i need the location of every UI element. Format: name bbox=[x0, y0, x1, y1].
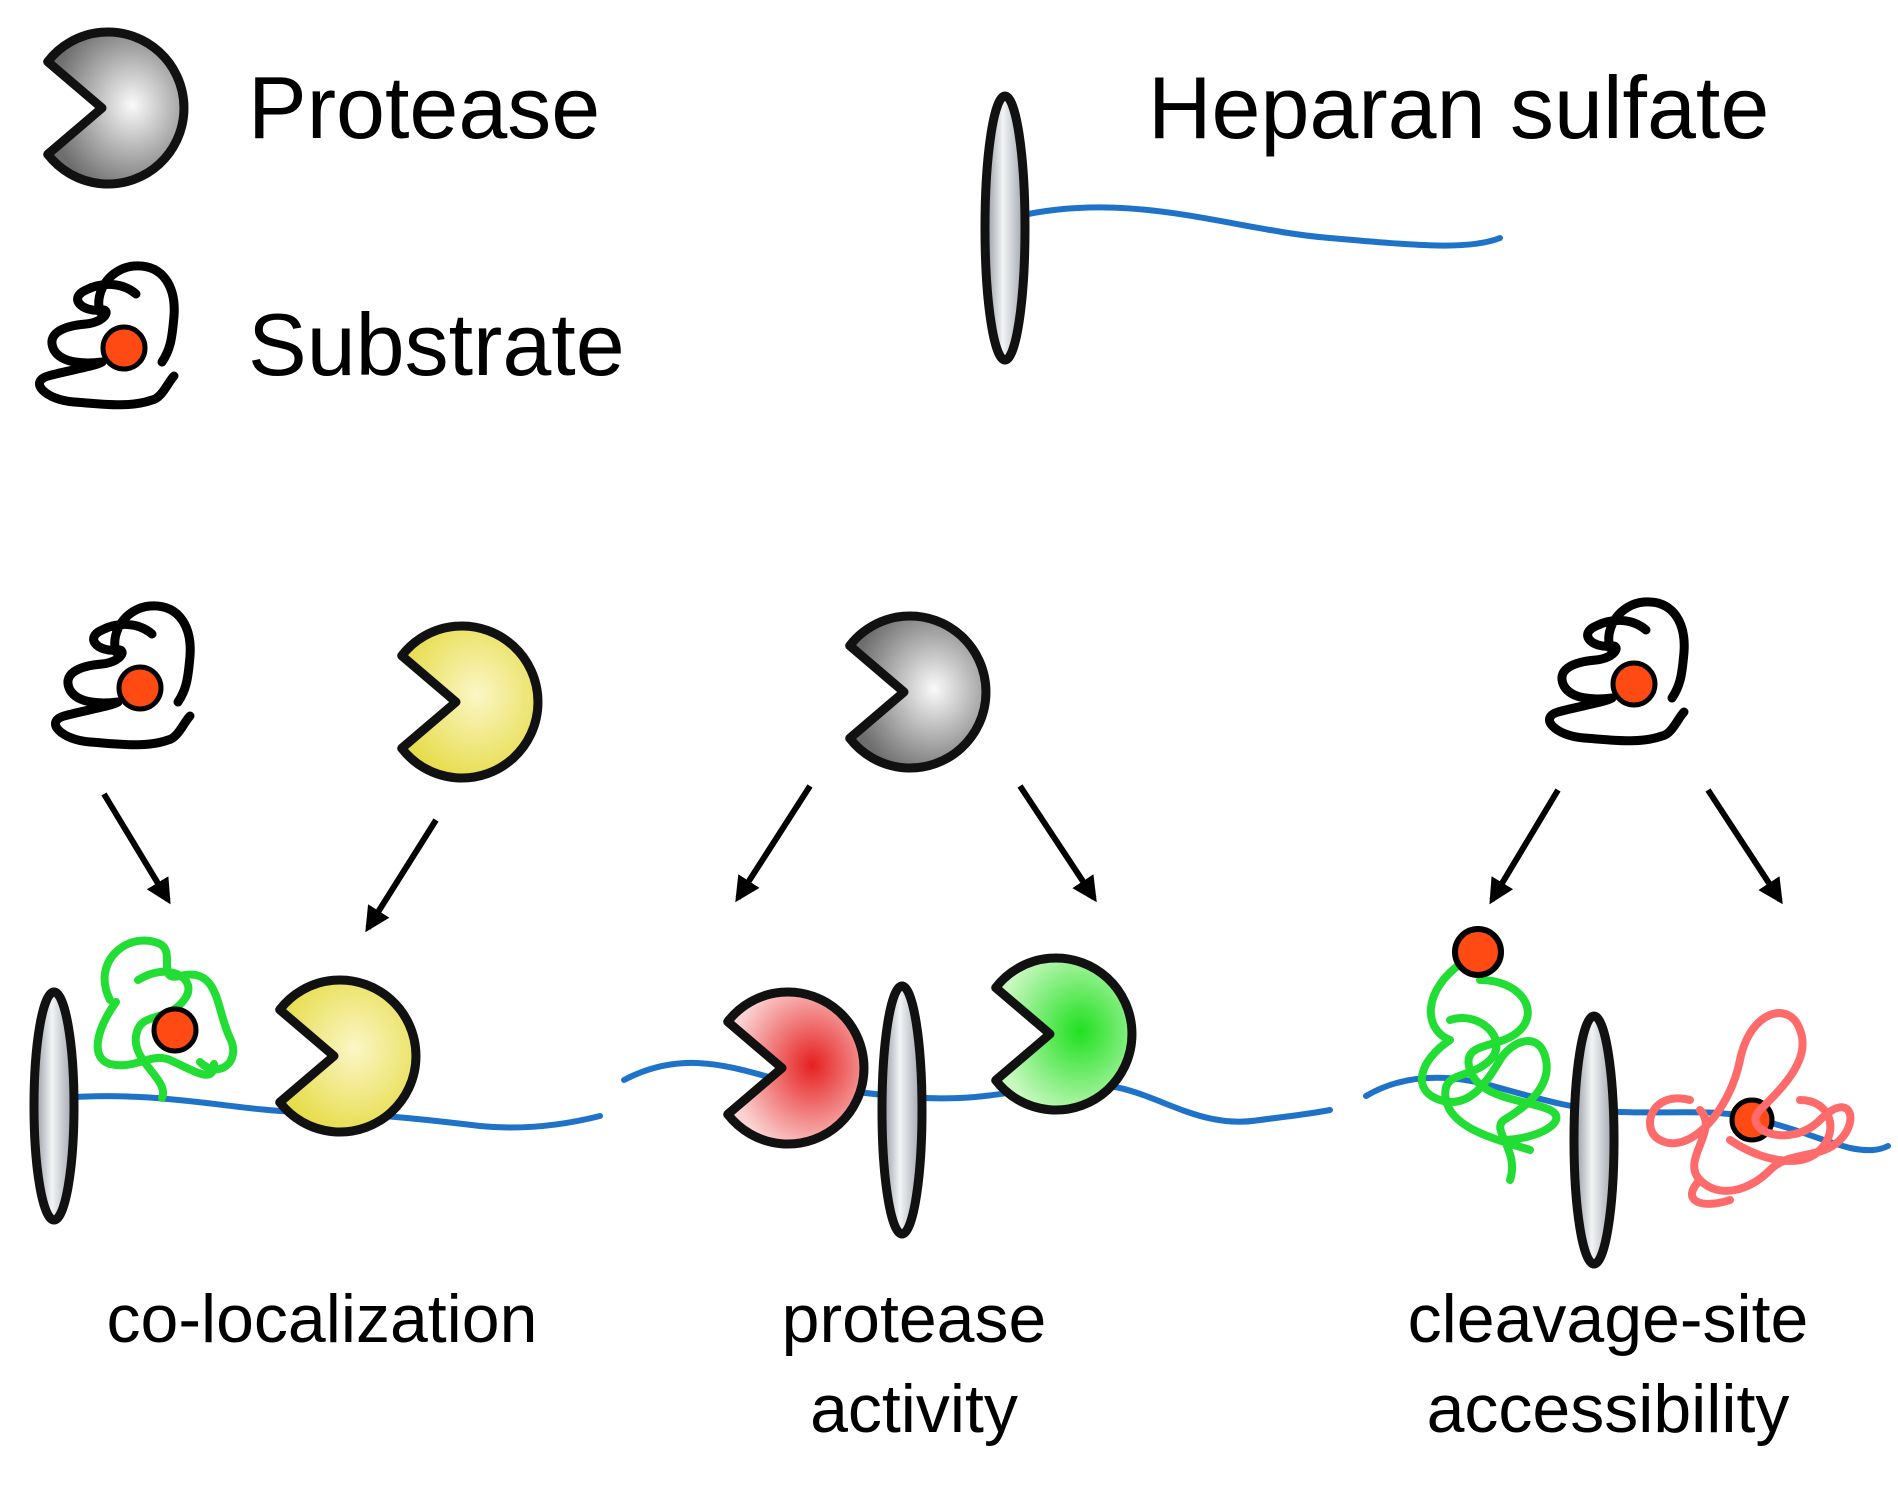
green-accessible-substrate-icon bbox=[1417, 926, 1561, 1184]
green-bound-substrate-icon bbox=[93, 936, 238, 1102]
arrow-right-down bbox=[1705, 788, 1783, 905]
legend-protease-icon bbox=[48, 32, 184, 184]
panel-label-co-localization: co-localization bbox=[107, 1281, 538, 1357]
free-substrate-icon bbox=[1550, 602, 1685, 741]
free-gray-protease-icon bbox=[850, 616, 986, 768]
legend-substrate-icon bbox=[40, 266, 175, 405]
red-hidden-substrate-icon bbox=[1646, 1009, 1855, 1208]
legend-heparan-sulfate-label: Heparan sulfate bbox=[1148, 58, 1769, 157]
panel-cleavage-site-accessibility: cleavage-site accessibility bbox=[1363, 602, 1891, 1447]
bound-yellow-protease-icon bbox=[280, 980, 416, 1132]
legend-substrate-label: Substrate bbox=[248, 295, 625, 394]
panel-protease-activity: protease activity bbox=[621, 616, 1333, 1447]
core-protein bbox=[29, 987, 79, 1225]
core-protein bbox=[1569, 1011, 1619, 1269]
panel-label-cleavage-site: cleavage-site bbox=[1408, 1281, 1809, 1357]
core-protein bbox=[877, 981, 927, 1239]
arrow-left-down bbox=[1489, 788, 1561, 905]
green-protease-icon bbox=[996, 958, 1132, 1110]
free-substrate-icon bbox=[56, 606, 191, 745]
legend-protease-label: Protease bbox=[248, 58, 600, 157]
free-yellow-protease-icon bbox=[402, 626, 538, 778]
arrow-protease-down bbox=[365, 818, 439, 933]
panel-co-localization: co-localization bbox=[29, 606, 603, 1357]
panel-label-activity: activity bbox=[810, 1371, 1018, 1447]
panel-label-accessibility: accessibility bbox=[1427, 1371, 1790, 1447]
legend-heparan-sulfate-icon bbox=[980, 91, 1503, 365]
legend: Protease Substrate Heparan sulfate bbox=[40, 32, 1769, 405]
arrow-right-down bbox=[1017, 784, 1097, 903]
panel-label-protease: protease bbox=[782, 1281, 1047, 1357]
red-protease-icon bbox=[728, 992, 864, 1144]
arrow-left-down bbox=[735, 784, 813, 903]
arrow-substrate-down bbox=[101, 792, 171, 905]
